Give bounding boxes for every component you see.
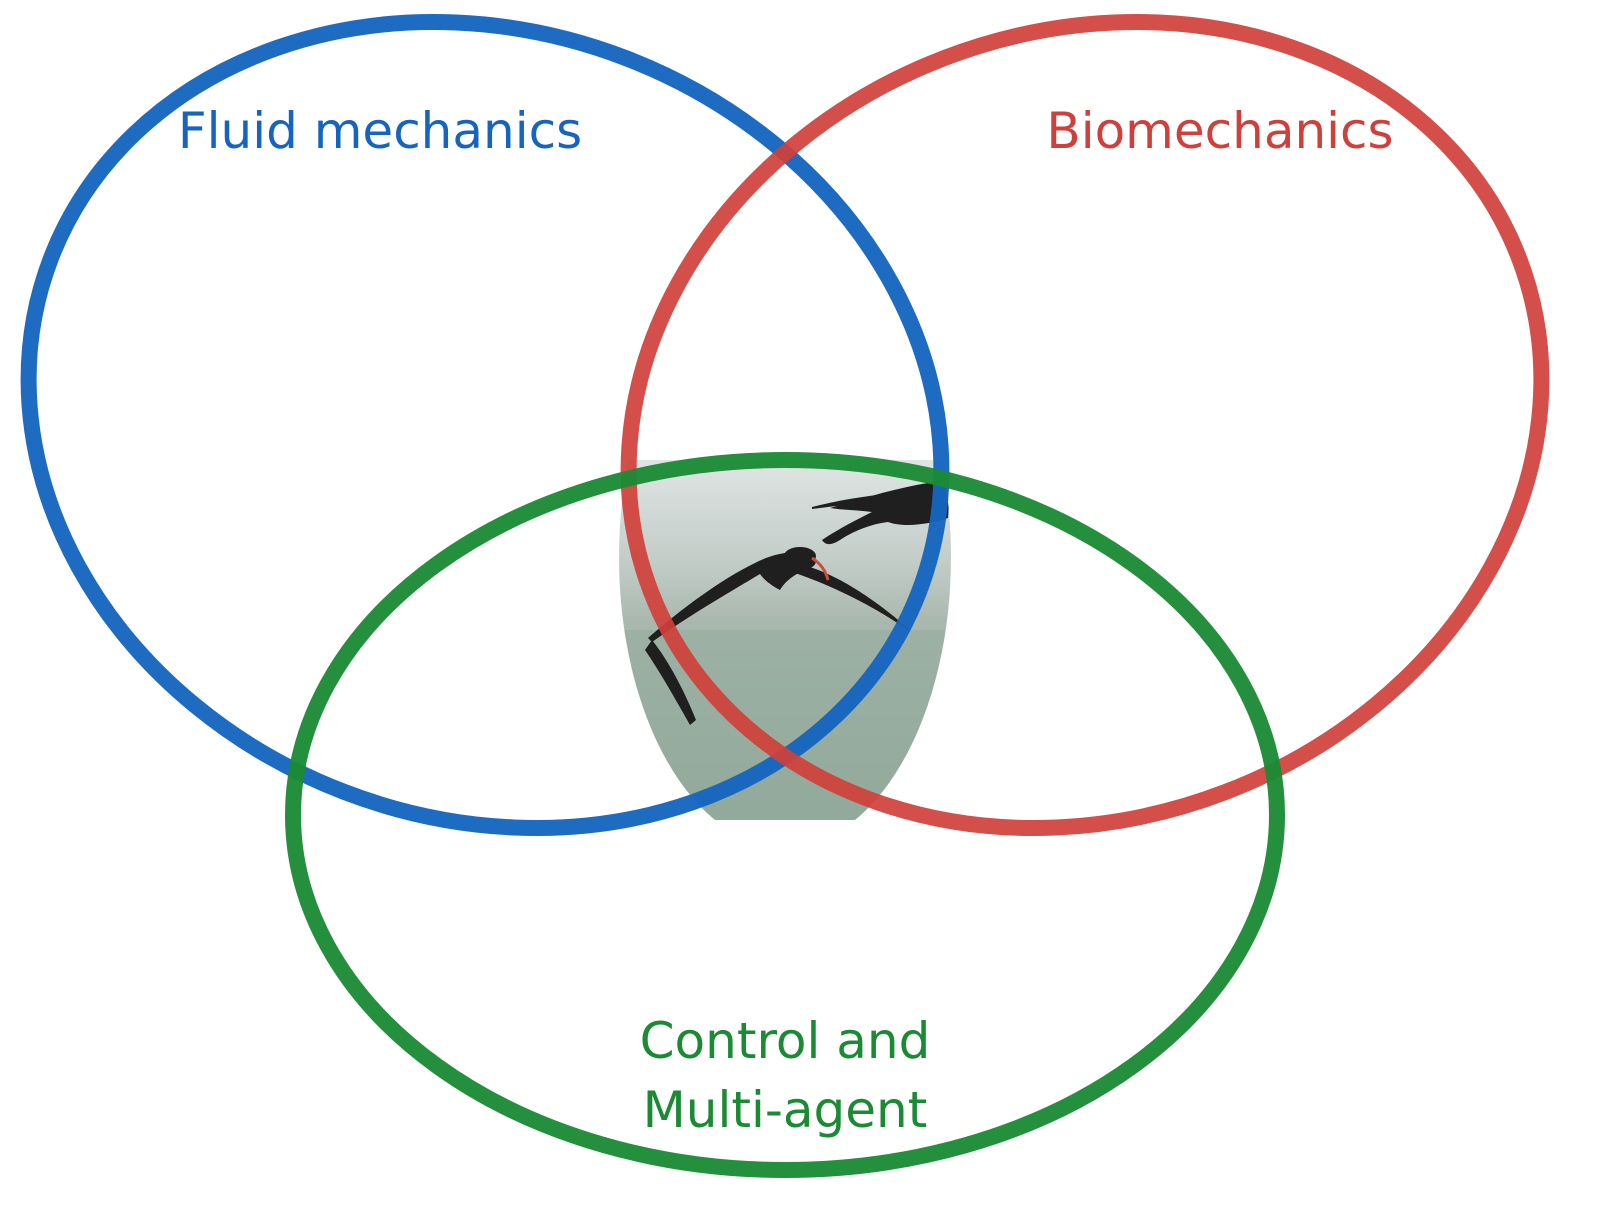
label-fluid-mechanics: Fluid mechanics [178,102,582,160]
set-fluid-mechanics-outline [20,14,950,836]
label-control-line-1: Control and [640,1012,931,1070]
set-biomechanics-outline [620,14,1550,836]
label-biomechanics: Biomechanics [1046,102,1393,160]
bird-middle-icon [648,547,910,642]
label-control-line-2: Multi-agent [643,1081,928,1139]
bird-top-right-icon [812,482,950,545]
bird-partial-left-icon [645,640,696,725]
set-control-outline [285,452,1285,1178]
